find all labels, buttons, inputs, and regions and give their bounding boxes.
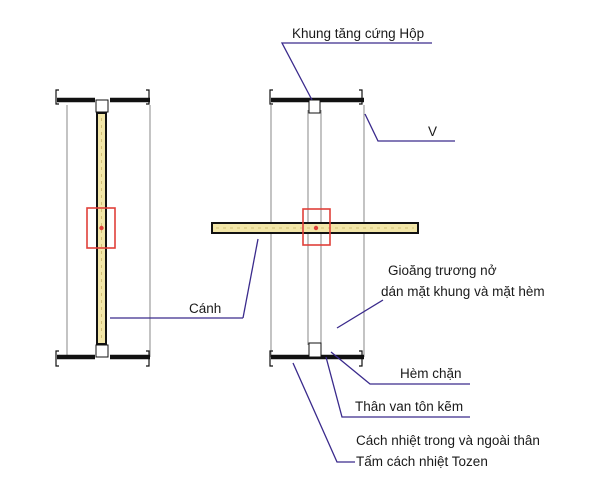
label-blade: Cánh bbox=[189, 301, 221, 316]
leader-v bbox=[364, 113, 455, 142]
leader-lines bbox=[110, 42, 470, 463]
label-body: Thân van tôn kẽm bbox=[355, 399, 463, 414]
label-gasket-line2: dán mặt khung và mặt hèm bbox=[381, 284, 545, 299]
left-top-wall bbox=[55, 89, 150, 105]
leader-body bbox=[325, 356, 470, 418]
label-gasket-line1: Gioăng trương nở bbox=[388, 263, 497, 278]
left-top-shaft-block bbox=[95, 99, 109, 113]
leader-blade-right bbox=[242, 238, 259, 319]
label-insulation-line2: Tấm cách nhiệt Tozen bbox=[356, 454, 488, 469]
left-bottom-wall bbox=[55, 350, 150, 367]
right-damper-view bbox=[211, 89, 419, 367]
left-damper-view bbox=[55, 89, 151, 367]
leader-stop-strip bbox=[330, 351, 470, 385]
leader-insulation bbox=[292, 362, 355, 463]
left-pivot-highlight-box bbox=[86, 207, 116, 249]
left-frame-outline bbox=[66, 105, 151, 357]
labels: Khung tăng cứng Hộp V Gioăng trương nở d… bbox=[189, 26, 545, 469]
label-v: V bbox=[428, 124, 437, 139]
left-bottom-shaft-block bbox=[95, 344, 109, 358]
left-pivot-point bbox=[99, 225, 104, 231]
leader-gasket bbox=[336, 299, 384, 329]
label-stop-strip: Hèm chặn bbox=[400, 366, 462, 381]
right-top-shaft-block bbox=[308, 99, 321, 114]
label-insulation-line1: Cách nhiệt trong và ngoài thân bbox=[356, 433, 540, 448]
right-pivot-highlight-box bbox=[302, 208, 331, 246]
leader-frame-stiffener bbox=[280, 42, 432, 101]
right-bottom-stop-block bbox=[308, 342, 322, 358]
label-frame-stiffener: Khung tăng cứng Hộp bbox=[292, 26, 424, 41]
right-pivot-point bbox=[313, 225, 319, 231]
